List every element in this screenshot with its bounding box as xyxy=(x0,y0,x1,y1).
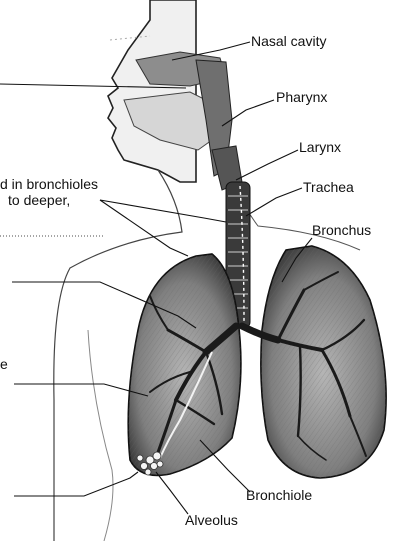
head-profile xyxy=(108,0,196,182)
leader-cut-4 xyxy=(14,384,148,396)
caption-fragment-line2: to deeper, xyxy=(8,192,70,209)
label-nasal-cavity: Nasal cavity xyxy=(251,33,326,49)
label-trachea: Trachea xyxy=(303,179,354,195)
leader-alveolus xyxy=(156,472,188,514)
label-pharynx: Pharynx xyxy=(276,89,327,105)
leader-trachea xyxy=(246,188,302,216)
label-larynx: Larynx xyxy=(299,139,341,155)
label-bronchus: Bronchus xyxy=(312,222,371,238)
label-bronchiole: Bronchiole xyxy=(246,487,312,503)
leader-cut-2a xyxy=(100,200,188,256)
leader-cut-5 xyxy=(14,472,138,496)
label-alveolus: Alveolus xyxy=(185,512,238,528)
leader-larynx xyxy=(236,150,298,180)
leader-bronchiole xyxy=(200,440,250,492)
caption-fragment-line1: d in bronchioles xyxy=(0,176,98,193)
leader-cut-2b xyxy=(100,200,226,222)
caption-fragment-edge: e xyxy=(0,356,8,373)
